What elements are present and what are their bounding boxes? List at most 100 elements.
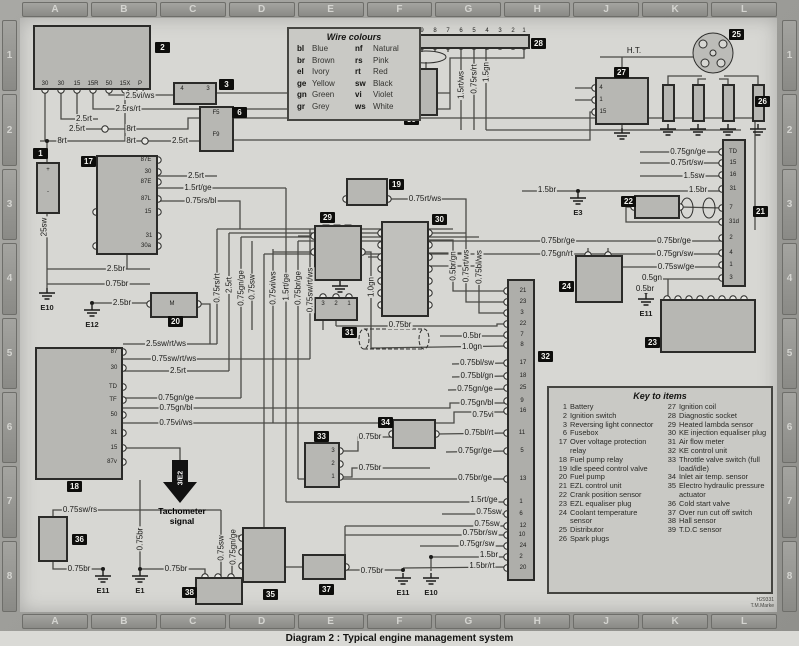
- wire-label: 0.5gn: [640, 273, 664, 283]
- wire-colour-name: Grey: [312, 101, 330, 111]
- component-box: [304, 442, 340, 488]
- component-box: [199, 106, 234, 152]
- grid-ref-tab: F: [366, 2, 433, 17]
- pin-label: 3: [321, 301, 325, 307]
- wire-colour-code: vi: [355, 90, 362, 99]
- wire-label: 0.75br/ge: [656, 236, 692, 246]
- pin-label: 30: [57, 81, 65, 87]
- component-number-badge: 2: [155, 42, 170, 53]
- grid-ref-tab: L: [711, 2, 777, 17]
- wire-label: 0.75br: [357, 463, 383, 473]
- component-number-badge: 6: [232, 107, 247, 118]
- wire-label: 2.5rt: [186, 171, 206, 181]
- wire-label: 0.75gn/bl: [158, 403, 194, 413]
- component-number-badge: 17: [81, 156, 96, 167]
- wire-label: 2.5rt: [168, 366, 188, 376]
- component-number-badge: 25: [729, 29, 744, 40]
- wire-label: 1.5rt/ge: [183, 183, 213, 193]
- wire-label: 0.75sw/rt/ws: [150, 354, 198, 364]
- component-box: [314, 225, 362, 281]
- component-number-badge: 31: [342, 327, 357, 338]
- component-number-badge: 21: [753, 206, 768, 217]
- pin-label: 8: [433, 28, 437, 34]
- component-box: [302, 554, 346, 580]
- component-box: [692, 84, 705, 122]
- pin-label: 87v: [107, 459, 117, 465]
- pin-label: TD: [729, 149, 737, 155]
- wire-label: 1.5rt/ge: [281, 272, 291, 302]
- key-item-number: 26: [558, 533, 567, 543]
- grid-ref-tab: B: [90, 614, 157, 629]
- pin-label: 87: [110, 349, 118, 355]
- component-box: [35, 347, 123, 480]
- key-item-label: Electro hydraulic pressure actuator: [679, 481, 765, 499]
- component-number-badge: 34: [378, 417, 393, 428]
- grid-ref-tab: 1: [2, 20, 17, 92]
- pin-label: 30a: [140, 243, 152, 249]
- component-box: [507, 279, 535, 581]
- pin-label: 16: [729, 172, 737, 178]
- key-item-number: 33: [667, 454, 676, 464]
- pin-label: 15: [73, 81, 81, 87]
- wire-label: 1.0gn: [366, 275, 376, 299]
- key-item-label: T.D.C sensor: [679, 525, 722, 535]
- pin-label: 1: [522, 28, 526, 34]
- wire-label: 0.75rs/bl: [184, 196, 218, 206]
- wire-label: 1.5rt/ge: [469, 495, 499, 505]
- grid-ref-tab: J: [573, 2, 640, 17]
- component-box: [314, 297, 358, 321]
- wire-colour-name: Natural: [373, 44, 399, 53]
- component-number-badge: 22: [621, 196, 636, 207]
- pin-label: 1: [347, 301, 351, 307]
- wire-label: 0.75br: [104, 279, 130, 289]
- pin-label: 2: [334, 301, 338, 307]
- wire-label: 0.75gn/ge: [456, 384, 494, 394]
- pin-label: 4: [729, 250, 733, 256]
- grid-ref-tab: J: [573, 614, 640, 629]
- wire-label: 0.75rt/ws: [461, 248, 471, 284]
- pin-label: 20: [519, 565, 527, 571]
- wire-label: 0.75gr/ge: [457, 446, 493, 456]
- wire-label: 0.75br: [163, 564, 189, 574]
- key-item-label: Over voltage protection relay: [570, 437, 647, 455]
- wire-label: 0.75gr/sw: [458, 539, 496, 549]
- component-box: [38, 516, 68, 562]
- wire-label: 0.75br: [359, 566, 385, 576]
- tachometer-signal-label: Tachometer signal: [158, 506, 206, 526]
- grid-ref-tab: 8: [2, 540, 17, 612]
- grid-ref-tab: 5: [782, 317, 797, 389]
- key-item-label: Coolant temperature sensor: [570, 507, 638, 526]
- component-number-badge: 24: [559, 281, 574, 292]
- wire-label: 0.5br/gn: [448, 250, 458, 282]
- grid-ref-tab: 2: [782, 94, 797, 166]
- pin-label: 31: [110, 430, 118, 436]
- key-item-number: 17: [558, 437, 567, 447]
- wire-colour-name: Brown: [312, 55, 335, 65]
- wire-label: 0.75sw: [473, 519, 501, 529]
- pin-label: 17: [519, 360, 527, 366]
- pin-label: 31: [145, 233, 153, 239]
- pin-label: 3: [729, 275, 733, 281]
- wire-label: 0.5br: [634, 284, 656, 294]
- wire-label: 8rt: [56, 136, 68, 146]
- wire-label: 0.75br: [357, 432, 383, 442]
- pin-label: 22: [519, 321, 527, 327]
- grid-ref-tab: L: [711, 614, 777, 629]
- grid-ref-tab: A: [22, 614, 88, 629]
- grid-ref-tab: 4: [782, 243, 797, 315]
- pin-label: 10: [518, 532, 526, 538]
- component-box: [595, 77, 649, 125]
- pin-label: 16: [519, 408, 527, 414]
- wire-colour-code: rt: [355, 67, 361, 76]
- wire-colour-name: Green: [312, 90, 335, 99]
- wire-label: 0.75rt/sw: [669, 158, 705, 168]
- wire-label: 0.75br: [135, 526, 145, 552]
